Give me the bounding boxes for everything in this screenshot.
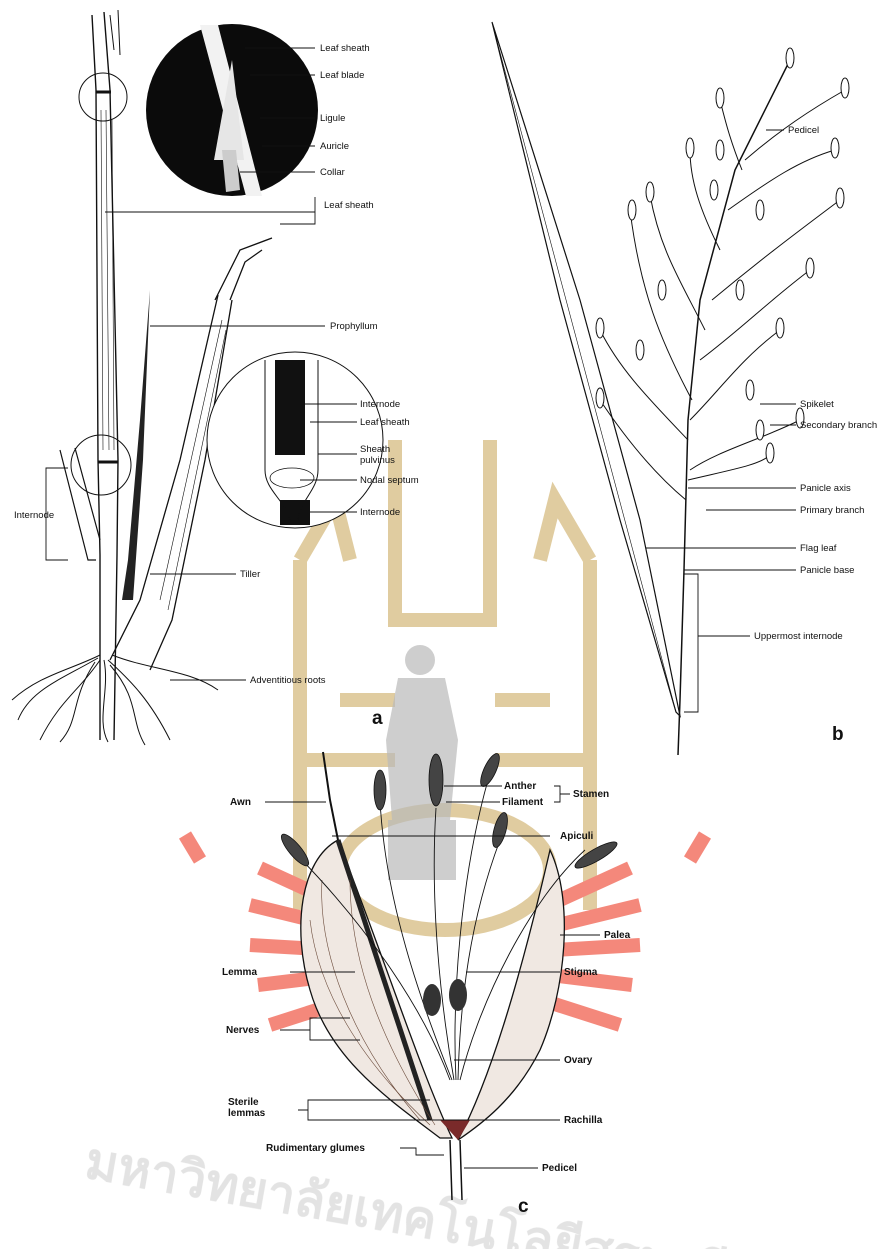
label-awn: Awn bbox=[230, 797, 251, 808]
label-apiculi: Apiculi bbox=[560, 831, 594, 842]
label-rudimentary-glumes: Rudimentary glumes bbox=[266, 1143, 365, 1154]
label-ligule: Ligule bbox=[320, 113, 345, 124]
label-uppermost-internode: Uppermost internode bbox=[754, 631, 843, 642]
panel-letter-c: c bbox=[518, 1196, 529, 1217]
panel-letter-a: a bbox=[372, 708, 383, 729]
panel-a-culm bbox=[71, 10, 131, 740]
label-filament: Filament bbox=[502, 797, 544, 808]
label-stamen: Stamen bbox=[573, 789, 609, 800]
label-stigma: Stigma bbox=[564, 967, 598, 978]
label-anther: Anther bbox=[504, 781, 536, 792]
label-leaf-sheath-mid: Leaf sheath bbox=[324, 200, 374, 211]
panel-c-palea bbox=[458, 850, 564, 1140]
label-secondary-branch: Secondary branch bbox=[800, 420, 877, 431]
label-internode-inset-top: Internode bbox=[360, 399, 400, 410]
label-palea: Palea bbox=[604, 930, 631, 941]
panel-a-node-inset bbox=[207, 352, 383, 528]
panel-a-side-culm bbox=[60, 448, 100, 560]
label-panicle-base: Panicle base bbox=[800, 565, 854, 576]
label-primary-branch: Primary branch bbox=[800, 505, 864, 516]
label-leaf-blade: Leaf blade bbox=[320, 70, 364, 81]
label-sheath-pulvinus-2: pulvinus bbox=[360, 455, 395, 466]
watermark-statue bbox=[386, 645, 458, 880]
label-nerves: Nerves bbox=[226, 1025, 260, 1036]
label-nodal-septum: Nodal septum bbox=[360, 475, 419, 486]
label-flag-leaf: Flag leaf bbox=[800, 543, 837, 554]
panel-c-pedicel bbox=[450, 1140, 462, 1200]
label-ovary: Ovary bbox=[564, 1055, 593, 1066]
label-leaf-sheath-inset: Leaf sheath bbox=[360, 417, 410, 428]
label-spikelet: Spikelet bbox=[800, 399, 834, 410]
label-sterile-lemmas-1: Sterile bbox=[228, 1097, 259, 1108]
panel-a: Leaf sheath Leaf blade Ligule Auricle Co… bbox=[12, 10, 419, 745]
node-highlight-circle-top bbox=[79, 73, 127, 121]
panel-a-prophyllum bbox=[122, 290, 150, 600]
label-panicle-axis: Panicle axis bbox=[800, 483, 851, 494]
label-auricle: Auricle bbox=[320, 141, 349, 152]
panel-c-stigma bbox=[423, 979, 467, 1016]
label-adventitious-roots: Adventitious roots bbox=[250, 675, 326, 686]
panel-b: Pedicel Spikelet Secondary branch Panicl… bbox=[492, 22, 877, 755]
label-sterile-lemmas-2: lemmas bbox=[228, 1108, 266, 1119]
label-pedicel-c: Pedicel bbox=[542, 1163, 577, 1174]
label-tiller: Tiller bbox=[240, 569, 260, 580]
label-internode-left: Internode bbox=[14, 510, 54, 521]
label-lemma: Lemma bbox=[222, 967, 257, 978]
panel-letter-b: b bbox=[832, 724, 844, 745]
panel-a-collar-inset bbox=[146, 24, 318, 196]
panel-b-leaders bbox=[646, 130, 796, 712]
label-prophyllum: Prophyllum bbox=[330, 321, 378, 332]
label-collar: Collar bbox=[320, 167, 345, 178]
label-sheath-pulvinus-1: Sheath bbox=[360, 444, 390, 455]
label-rachilla: Rachilla bbox=[564, 1115, 603, 1126]
label-leaf-sheath-top: Leaf sheath bbox=[320, 43, 370, 54]
label-pedicel-b: Pedicel bbox=[788, 125, 819, 136]
label-internode-inset-bottom: Internode bbox=[360, 507, 400, 518]
panel-b-panicle-axis bbox=[678, 60, 790, 755]
